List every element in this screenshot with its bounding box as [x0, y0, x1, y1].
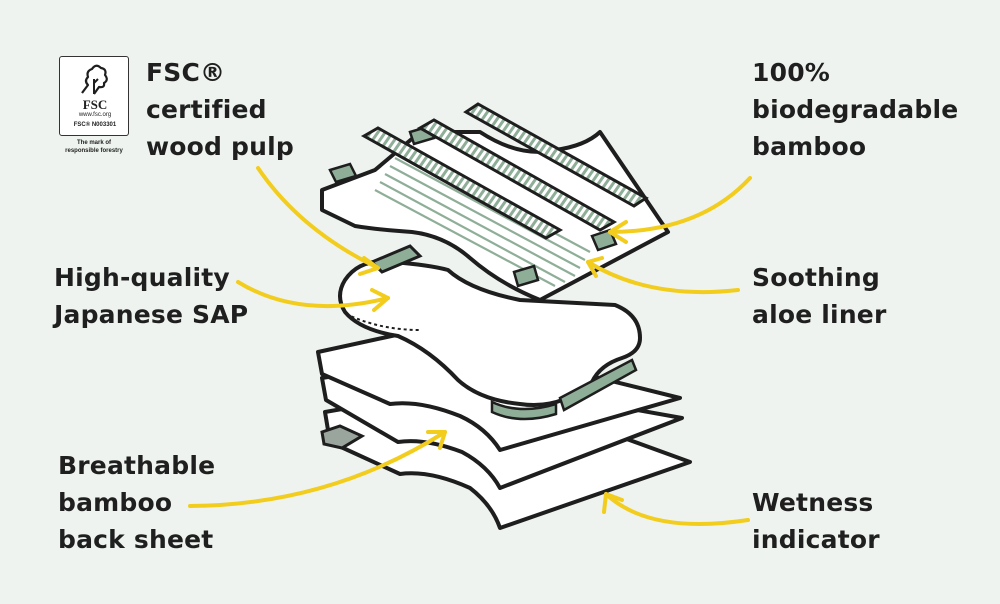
label-line: biodegradable	[752, 95, 959, 124]
fsc-logo-url: www.fsc.org	[78, 112, 112, 118]
fsc-logo: FSC www.fsc.org FSC® N003301 The mark of…	[59, 56, 129, 160]
label-line: Japanese SAP	[54, 300, 249, 329]
sap-core-layer	[338, 259, 642, 421]
label-fsc-wood-pulp: FSC® certified wood pulp	[146, 54, 294, 165]
label-back-sheet: Breathable bamboo back sheet	[58, 447, 215, 558]
label-line: bamboo	[58, 488, 173, 517]
arrow-aloe	[586, 260, 740, 295]
label-line: indicator	[752, 525, 880, 554]
arrow-sap	[236, 280, 390, 309]
label-aloe-liner: Soothing aloe liner	[752, 259, 887, 333]
label-line: Wetness	[752, 488, 874, 517]
callout-arrows	[188, 166, 752, 526]
label-line: certified	[146, 95, 267, 124]
label-line: wood pulp	[146, 132, 295, 161]
label-line: aloe liner	[752, 300, 887, 329]
fsc-logo-box: FSC www.fsc.org FSC® N003301	[59, 56, 129, 136]
arrow-wetness	[604, 492, 750, 526]
label-wetness-indicator: Wetness indicator	[752, 484, 880, 558]
label-line: bamboo	[752, 132, 867, 161]
arrow-fsc	[256, 166, 380, 270]
label-line: High-quality	[54, 263, 230, 292]
arrow-bamboo	[608, 176, 752, 234]
fsc-logo-code: FSC® N003301	[73, 122, 117, 128]
fsc-caption-line1: The mark of	[76, 140, 111, 146]
label-line: FSC®	[146, 58, 226, 87]
arrow-backsheet	[188, 430, 447, 508]
label-line: Soothing	[752, 263, 880, 292]
label-line: Breathable	[58, 451, 216, 480]
label-line: back sheet	[58, 525, 214, 554]
fsc-caption-line2: responsible forestry	[65, 148, 123, 154]
label-japanese-sap: High-quality Japanese SAP	[54, 259, 248, 333]
fsc-logo-name: FSC	[82, 97, 108, 112]
bamboo-strips	[360, 102, 649, 240]
label-line: 100%	[752, 58, 831, 87]
label-biodegradable-bamboo: 100% biodegradable bamboo	[752, 54, 958, 165]
fsc-tree-icon	[81, 64, 108, 95]
